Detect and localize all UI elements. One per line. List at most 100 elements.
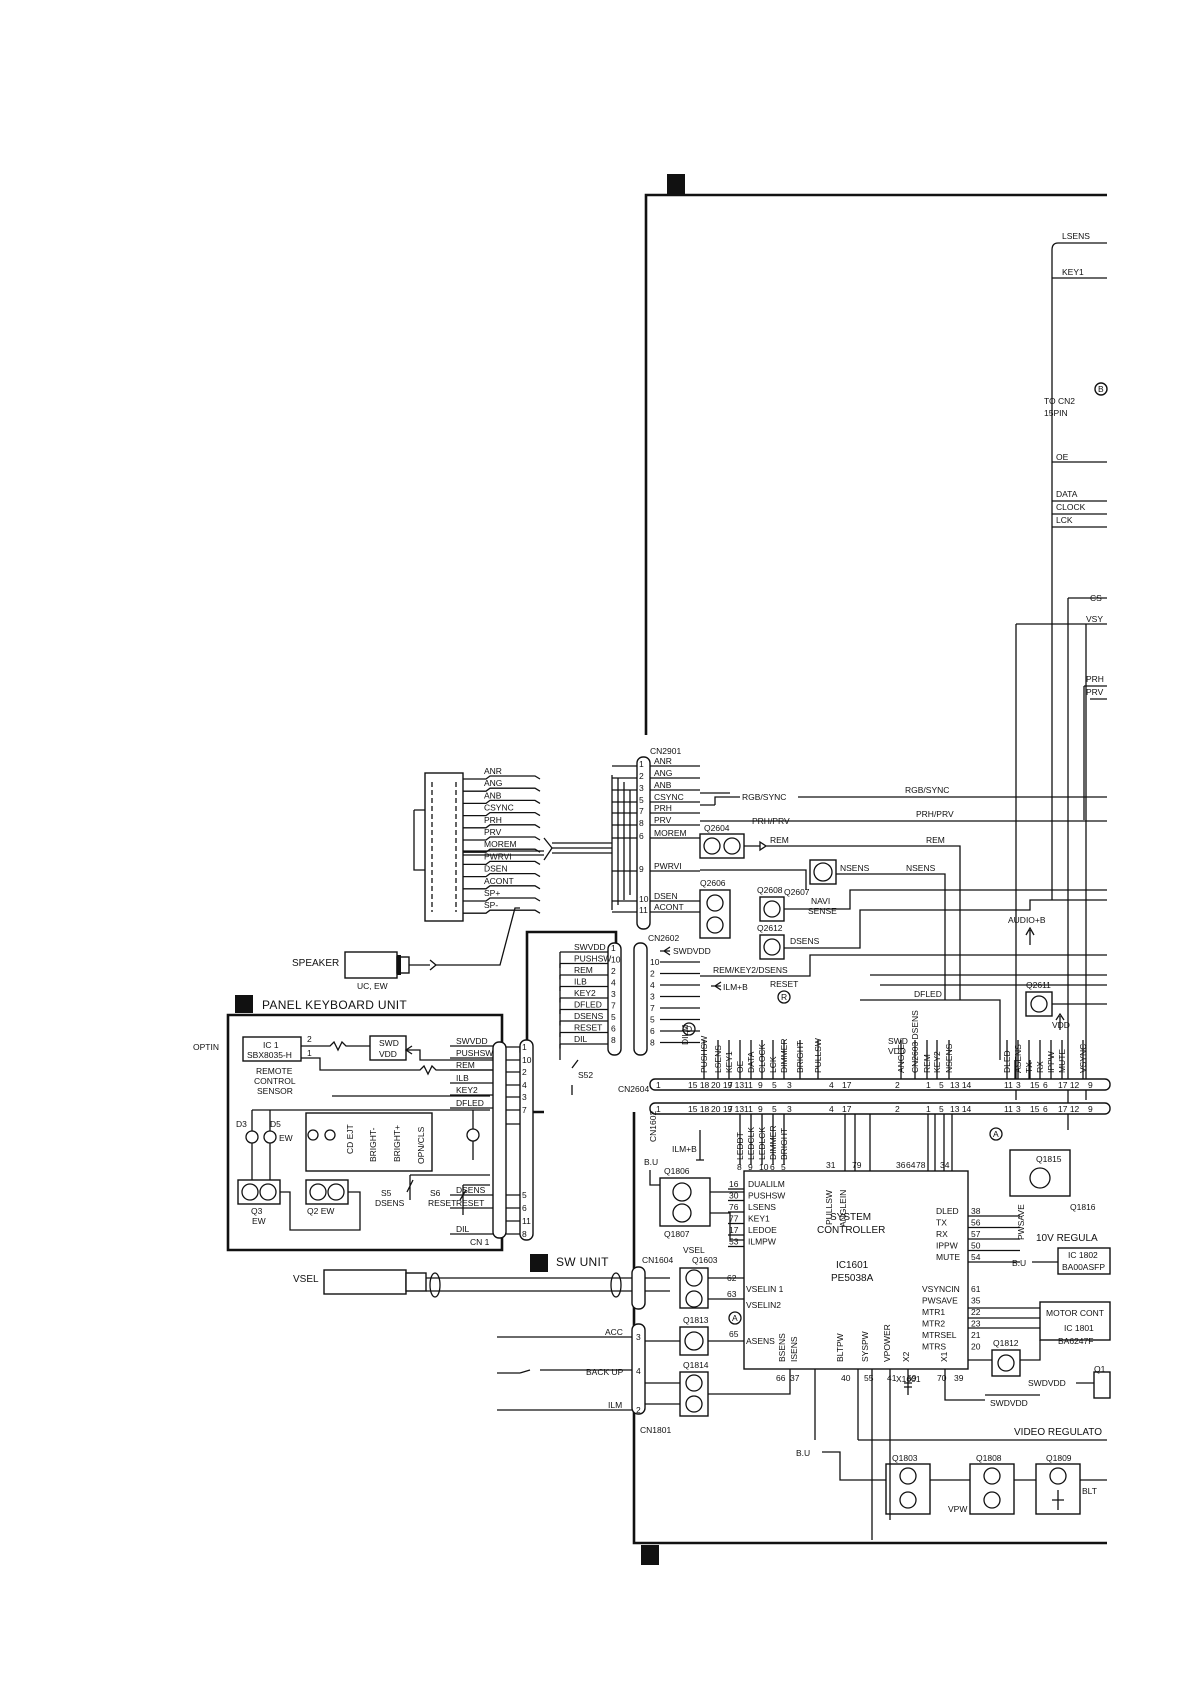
cn1602-pin-13: 13 14 [950,1104,972,1114]
ic-right2-num-0: 61 [971,1284,981,1294]
cn2604-vsig-16: ASENS [1013,1044,1023,1073]
ic-bottom-num-6: 70 [937,1373,947,1383]
cn2604-vsig-6: LCK [768,1056,778,1073]
s6-sub: RESET [428,1198,456,1208]
label-oe: OE [1056,452,1069,462]
cn2901-signal-3: CSYNC [654,792,684,802]
ic-top-num-4: 78 [916,1160,926,1170]
sw-pin-2: 2 [522,1067,527,1077]
cn2604-pin-15: 3 [1016,1080,1021,1090]
sw-pin-6: 5 [522,1190,527,1200]
cn2604-vsig-0: PUSHSW [699,1036,709,1073]
d5-label: D5 [270,1119,281,1129]
cn1602-pin-15: 3 [1016,1104,1021,1114]
dilm-label: DILM [680,1025,690,1045]
sw-unit-signal-4: KEY2 [574,988,596,998]
sw-unit-pin-0: 1 [611,943,616,953]
led-key-group [305,1112,433,1172]
navi-label: NAVI [811,896,830,906]
cn1602-p2-1: 9 [748,1162,753,1172]
q1812-label: Q1812 [993,1338,1019,1348]
q1813-box [679,1326,709,1356]
label-cs: CS [1090,593,1102,603]
cn1602-pin-17: 6 [1043,1104,1048,1114]
ic-right-pin-2: RX [936,1229,948,1239]
d3-label: D3 [236,1119,247,1129]
label-data: DATA [1056,489,1078,499]
speaker-label: SPEAKER [292,958,339,969]
panel-signal-5: DFLED [456,1098,484,1108]
dsens-label: DSENS [790,936,820,946]
q2608-label: Q2608 [757,885,783,895]
ic-right-num-0: 38 [971,1206,981,1216]
reg10v-label: 10V REGULA [1036,1233,1098,1244]
ic-right-num-4: 54 [971,1252,981,1262]
left-connector-pin-1: ANG [484,778,502,788]
s5-label: S5 [381,1188,392,1198]
sw-pin-8: 11 [522,1216,531,1226]
ic-left-pin-3: KEY1 [748,1214,770,1224]
reg-bu: B.U [1012,1258,1026,1268]
sw-unit-pin-8: 8 [611,1035,616,1045]
cn2602-pin-4: 7 [650,1003,655,1013]
cn2901-signal-1: ANG [654,768,672,778]
cn1602-label: CN1602 [648,1111,658,1142]
cn2901-pin-7: 9 [639,864,644,874]
q1803-label: Q1803 [892,1453,918,1463]
marker-b-circle [1094,382,1108,396]
optin-label: OPTIN [193,1042,219,1052]
panel-signal-6: DSENS [456,1185,486,1195]
q1806-label: Q1806 [664,1166,690,1176]
ic1-label: IC 1 [263,1040,279,1050]
ic-top-num-3: 64 [906,1160,916,1170]
q1807-label: Q1807 [664,1229,690,1239]
panel-signal-9: DIL [456,1224,470,1234]
cn1801-label: CN1801 [640,1425,671,1435]
ic1601-title2: CONTROLLER [817,1225,885,1236]
left-connector-pin-11: SP- [484,900,498,910]
ic-right2-num-5: 20 [971,1342,981,1352]
ic-right-num-1: 56 [971,1218,981,1228]
ic1802-label: IC 1802 [1068,1250,1098,1260]
cn2901-pin-1: 2 [639,771,644,781]
right-signal-bus: LSENS KEY1 OE DATA CLOCK LCK CS VSY PRH … [1015,231,1108,1130]
ic-right2-num-4: 21 [971,1330,981,1340]
cn2901-pin-5: 8 [639,818,644,828]
cn2901-pin-2: 3 [639,783,644,793]
q2612-label: Q2612 [757,923,783,933]
ic-bottom-num-4: 41 [887,1373,897,1383]
sw-unit-signal-0: SWVDD [574,942,606,952]
board-marker-top [667,174,685,194]
q1808-label: Q1808 [976,1453,1002,1463]
label-vsy: VSY [1086,614,1103,624]
cn1604-group: CN1604 VSEL Q1603 VSEL [293,1245,744,1310]
ic-bottom-sig-2: BLTPW [835,1333,845,1362]
cn2901-signal-4: PRH [654,803,672,813]
cn1602-block: CN1602 ILM+B B.U LEDDT8LEDCLK9LEDLCK10DI… [644,1111,789,1172]
q1816-label: Q1816 [1070,1202,1096,1212]
cn1602-p2-0: 8 [737,1162,742,1172]
cn1-label: CN 1 [470,1237,490,1247]
cn2901-signal-7: PWRVI [654,861,682,871]
bus-rgb-sync-right: RGB/SYNC [905,785,949,795]
cn2604-pin-0: 1 [656,1080,661,1090]
ic-right2-pin-3: MTR2 [922,1319,945,1329]
ic-right2-pin-2: MTR1 [922,1307,945,1317]
cn2901-label: CN2901 [650,746,681,756]
bus-prh-prv: PRH/PRV [752,816,790,826]
q3-label: Q3 [251,1206,263,1216]
cn2604-vsig-9: PULLSW [813,1038,823,1073]
ic-bottom-num-3: 55 [864,1373,874,1383]
left-connector-pin-7: PWRVI [484,851,512,861]
cn2901-connector: CN2901 ANR1ANG2ANB3CSYNC5PRH7PRV8MOREM6P… [611,746,1107,1000]
cn1602-ilm: ILM+B [672,1144,697,1154]
sw-unit-label: SW UNIT [556,1255,609,1269]
cn2901-pin-0: 1 [639,759,644,769]
ic-bottom-sig-6: X1 [939,1351,949,1362]
feed-wires [814,1060,1031,1540]
q1806-group: Q1806 Q1807 [649,1166,744,1241]
vsel-label: VSEL [293,1274,319,1285]
ic1601-part: PE5038A [831,1273,874,1284]
